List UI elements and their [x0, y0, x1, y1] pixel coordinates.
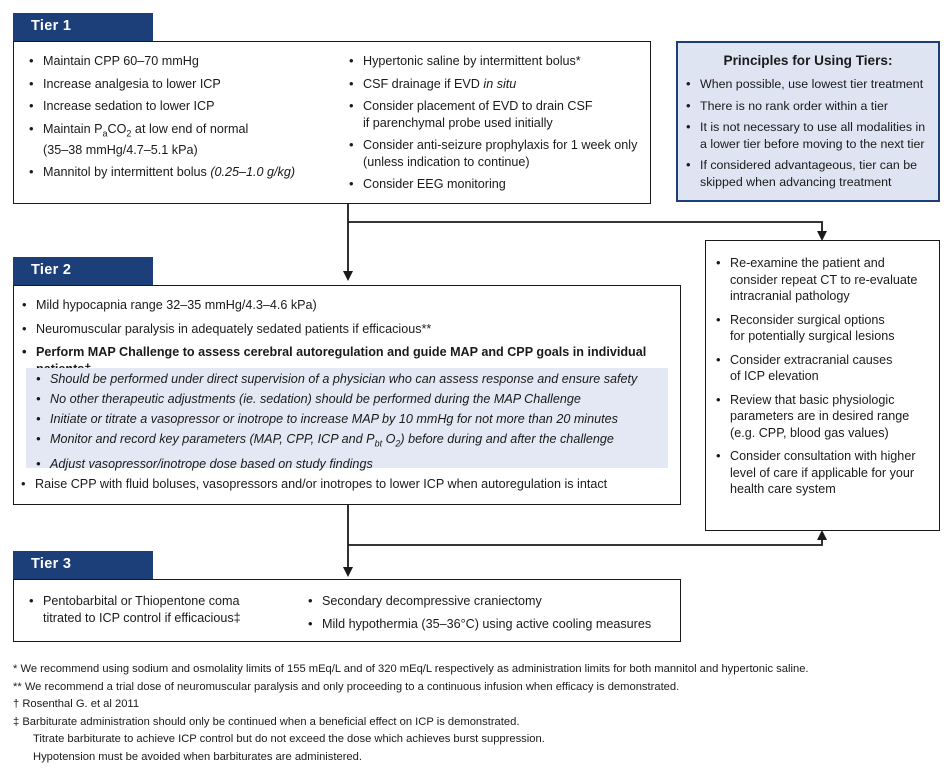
tier1-right-list: Hypertonic saline by intermittent bolus*…: [349, 53, 649, 193]
tier3-right-list: Secondary decompressive craniectomy Mild…: [308, 593, 678, 632]
list-item: Mannitol by intermittent bolus (0.25–1.0…: [29, 164, 339, 181]
footnote: ‡ Barbiturate administration should only…: [13, 715, 520, 728]
tier2-list: Mild hypocapnia range 32–35 mmHg/4.3–4.6…: [22, 297, 672, 377]
map-challenge-steps: Should be performed under direct supervi…: [36, 371, 666, 472]
tier3-box: Pentobarbital or Thiopentone comatitrate…: [13, 579, 681, 642]
list-item: CSF drainage if EVD in situ: [349, 76, 649, 93]
list-item: Pentobarbital or Thiopentone comatitrate…: [29, 593, 299, 626]
list-item: Maintain PaCO2 at low end of normal(35–3…: [29, 121, 339, 159]
tier3-left-list: Pentobarbital or Thiopentone comatitrate…: [29, 593, 299, 626]
principles-title: Principles for Using Tiers:: [723, 53, 893, 68]
principles-list: When possible, use lowest tier treatment…: [686, 76, 936, 190]
list-item: Review that basic physiologicparameters …: [716, 392, 936, 442]
list-item: Should be performed under direct supervi…: [36, 371, 666, 388]
list-item: Secondary decompressive craniectomy: [308, 593, 678, 610]
tier2-last-list: Raise CPP with fluid boluses, vasopresso…: [21, 476, 671, 493]
list-item: It is not necessary to use all modalitie…: [686, 119, 936, 152]
list-item: Raise CPP with fluid boluses, vasopresso…: [21, 476, 671, 493]
arrow-tier1-to-reexamine: [348, 221, 827, 241]
list-item: Consider EEG monitoring: [349, 176, 649, 193]
list-item: There is no rank order within a tier: [686, 98, 936, 115]
principles-box: Principles for Using Tiers: When possibl…: [676, 41, 940, 202]
list-item: Consider placement of EVD to drain CSFif…: [349, 98, 649, 131]
footnote: Hypotension must be avoided when barbitu…: [33, 750, 362, 763]
tier3-label: Tier 3: [13, 551, 153, 579]
tier1-left-list: Maintain CPP 60–70 mmHg Increase analges…: [29, 53, 339, 181]
list-item: Monitor and record key parameters (MAP, …: [36, 431, 666, 452]
list-item: Neuromuscular paralysis in adequately se…: [22, 321, 672, 338]
list-item: If considered advantageous, tier can bes…: [686, 157, 936, 190]
tier1-box: Maintain CPP 60–70 mmHg Increase analges…: [13, 41, 651, 204]
map-challenge-detail-panel: Should be performed under direct supervi…: [26, 368, 668, 472]
list-item: Increase sedation to lower ICP: [29, 98, 339, 115]
footnote: * We recommend using sodium and osmolali…: [13, 663, 809, 675]
list-item: Adjust vasopressor/inotrope dose based o…: [36, 456, 666, 473]
list-item: Increase analgesia to lower ICP: [29, 76, 339, 93]
list-item: No other therapeutic adjustments (ie. se…: [36, 391, 666, 408]
list-item: Consider anti-seizure prophylaxis for 1 …: [349, 137, 649, 170]
footnote: Titrate barbiturate to achieve ICP contr…: [33, 733, 545, 746]
arrow-tier2-to-reexamine: [348, 530, 827, 546]
footnotes: * We recommend using sodium and osmolali…: [13, 661, 809, 767]
list-item: Mild hypothermia (35–36°C) using active …: [308, 616, 678, 633]
list-item: Mild hypocapnia range 32–35 mmHg/4.3–4.6…: [22, 297, 672, 314]
list-item: Maintain CPP 60–70 mmHg: [29, 53, 339, 70]
list-item: Hypertonic saline by intermittent bolus*: [349, 53, 649, 70]
footnote: ** We recommend a trial dose of neuromus…: [13, 680, 680, 693]
tier1-label: Tier 1: [13, 13, 153, 41]
footnote: † Rosenthal G. et al 2011: [13, 698, 140, 711]
tier2-label: Tier 2: [13, 257, 153, 285]
list-item: When possible, use lowest tier treatment: [686, 76, 936, 93]
list-item: Initiate or titrate a vasopressor or ino…: [36, 411, 666, 428]
